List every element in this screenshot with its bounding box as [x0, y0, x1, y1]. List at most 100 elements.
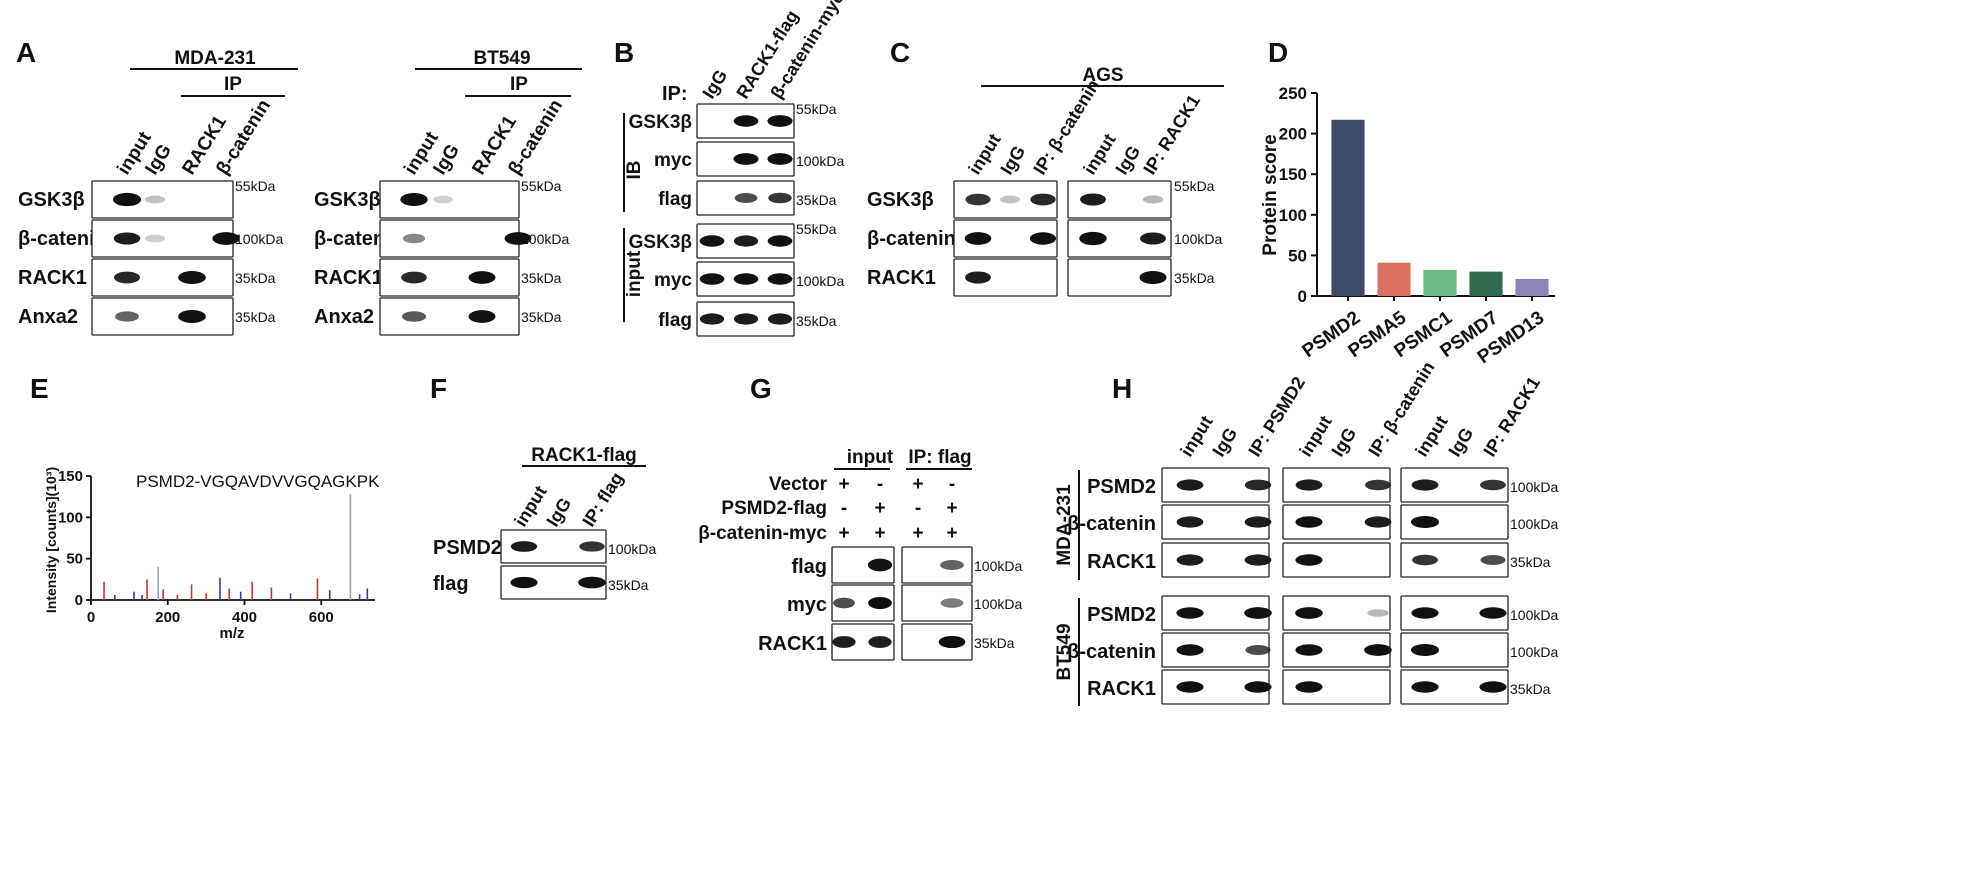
- row-label: PSMD2: [1087, 604, 1156, 626]
- sign-mark: +: [912, 474, 923, 495]
- band: [767, 313, 793, 325]
- band: [115, 311, 139, 322]
- lane-label: IgG: [1327, 424, 1360, 460]
- kda-marker: 55kDa: [796, 101, 837, 117]
- band: [1365, 479, 1391, 491]
- condition-label: Vector: [769, 474, 828, 495]
- lane-label: β-catenin: [504, 96, 567, 179]
- row-label: flag: [433, 573, 469, 595]
- y-tick-label: 50: [66, 551, 83, 568]
- row-label: GSK3β: [629, 232, 692, 253]
- blot-strip: [379, 297, 520, 336]
- band: [433, 195, 453, 204]
- lane-label: input: [1176, 412, 1216, 460]
- band: [833, 597, 855, 609]
- group-label: IB: [624, 161, 645, 180]
- blot-strip: [91, 258, 234, 297]
- kda-marker: 100kDa: [796, 273, 844, 289]
- band: [510, 541, 538, 552]
- band: [733, 235, 759, 247]
- band: [768, 192, 792, 204]
- x-tick-label: 200: [155, 609, 180, 626]
- band: [1245, 644, 1271, 656]
- row-label: GSK3β: [18, 189, 85, 211]
- bar: [1469, 271, 1503, 296]
- bar: [1331, 119, 1365, 297]
- band: [1140, 232, 1166, 245]
- band: [965, 271, 991, 284]
- blot-strip: [1282, 669, 1391, 705]
- band: [964, 232, 992, 245]
- row-label: RACK1: [867, 267, 936, 289]
- row-label: RACK1: [1087, 551, 1156, 573]
- kda-marker: 35kDa: [796, 313, 837, 329]
- band: [1030, 193, 1056, 206]
- row-label: β-catenin: [867, 228, 956, 250]
- band: [401, 271, 427, 284]
- band: [113, 232, 141, 245]
- y-tick-label: 150: [58, 468, 83, 485]
- kda-marker: 35kDa: [796, 192, 837, 208]
- band: [868, 636, 892, 648]
- row-label: β-catenin: [1067, 513, 1156, 535]
- lane-label: IgG: [996, 142, 1029, 178]
- band: [1176, 479, 1204, 491]
- band: [1079, 231, 1107, 246]
- y-tick-label: 150: [1279, 165, 1307, 184]
- condition-label: PSMD2-flag: [721, 498, 827, 519]
- blot-strip: [1400, 467, 1509, 503]
- sign-mark: -: [877, 474, 883, 495]
- blot-strip: [379, 219, 520, 258]
- row-label: RACK1: [758, 633, 827, 655]
- band: [1295, 681, 1323, 693]
- kda-marker: 35kDa: [521, 270, 562, 286]
- blot-strip: [953, 180, 1058, 219]
- row-label: myc: [654, 150, 692, 171]
- band: [699, 313, 725, 325]
- cell-line-label: MDA-231: [174, 48, 256, 69]
- cell-line-label: AGS: [1082, 65, 1123, 86]
- cell-line-label: MDA-231: [1054, 484, 1075, 566]
- ip-label: IP:: [662, 83, 688, 105]
- kda-marker: 100kDa: [796, 153, 844, 169]
- band: [1295, 554, 1323, 566]
- blot-strip: [1400, 632, 1509, 668]
- band: [699, 235, 725, 247]
- band: [1480, 479, 1506, 491]
- kda-marker: 100kDa: [1510, 607, 1558, 623]
- row-label: flag: [658, 189, 692, 210]
- blot-strip: [1282, 542, 1391, 578]
- band: [1176, 607, 1204, 619]
- band: [1411, 681, 1439, 693]
- band: [733, 115, 759, 127]
- ip-label: IP: [510, 74, 528, 95]
- construct-label: RACK1-flag: [531, 445, 637, 466]
- band: [832, 636, 856, 648]
- kda-marker: 100kDa: [235, 231, 283, 247]
- y-tick-label: 100: [1279, 206, 1307, 225]
- band: [1176, 644, 1204, 656]
- band: [1176, 516, 1204, 528]
- bar: [1515, 278, 1549, 296]
- band: [579, 541, 605, 552]
- kda-marker: 55kDa: [1174, 178, 1215, 194]
- blot-strip: [901, 623, 973, 661]
- kda-marker: 35kDa: [235, 309, 276, 325]
- kda-marker: 100kDa: [974, 558, 1022, 574]
- blot-strip: [831, 584, 895, 622]
- ip-label: IP: [224, 74, 242, 95]
- panel-letter: B: [614, 37, 634, 68]
- cell-line-label: BT549: [1054, 623, 1075, 680]
- blot-strip: [1067, 219, 1172, 258]
- band: [1176, 554, 1204, 566]
- band: [401, 311, 427, 322]
- row-label: flag: [791, 556, 827, 578]
- band: [144, 195, 166, 204]
- band: [1244, 607, 1272, 619]
- kda-marker: 35kDa: [521, 309, 562, 325]
- lane-label: input: [1411, 412, 1451, 460]
- band: [1411, 479, 1439, 491]
- band: [1029, 232, 1057, 245]
- band: [1142, 195, 1164, 204]
- row-label: Anxa2: [18, 306, 78, 328]
